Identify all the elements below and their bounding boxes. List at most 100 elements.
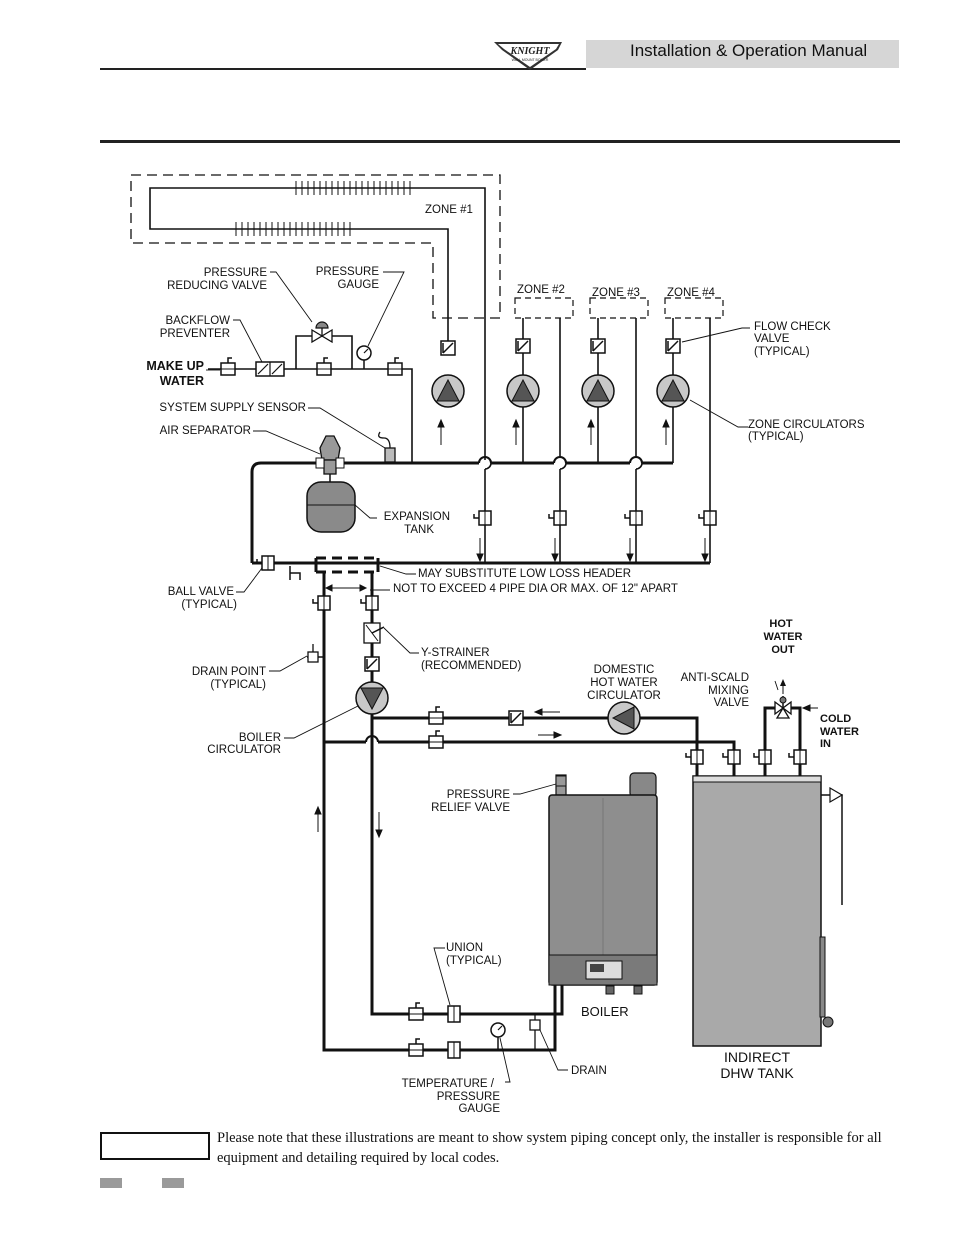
leader-lines xyxy=(206,271,779,1083)
airsep-label: AIR SEPARATOR xyxy=(160,425,251,437)
dhw-label-1: DOMESTIC xyxy=(594,664,655,676)
zone-2-box xyxy=(514,297,574,319)
dhw-supply-valve xyxy=(428,706,444,725)
dhw-label-3: CIRCULATOR xyxy=(587,690,661,702)
zone-1-radiator-bottom xyxy=(235,222,351,236)
prv-label-2: REDUCING VALVE xyxy=(167,280,267,292)
pressure-relief-valve-icon xyxy=(555,775,567,787)
cwi-label-3: IN xyxy=(820,738,831,750)
zone-circulator-3 xyxy=(581,374,615,408)
bv-label-2: (TYPICAL) xyxy=(181,599,237,611)
tpg-label-3: GAUGE xyxy=(458,1103,500,1115)
dhw-pipes xyxy=(324,716,736,750)
zone-1-loop xyxy=(149,187,486,460)
notice-text: Please note that these illustrations are… xyxy=(217,1130,882,1166)
exp-label-1: EXPANSION xyxy=(384,511,450,523)
zone-3-label: ZONE #3 xyxy=(592,287,640,299)
flow-arrows-up xyxy=(437,418,670,445)
pg-label-1: PRESSURE xyxy=(316,266,380,278)
dhw-return-valve xyxy=(428,730,444,749)
fcv-label-2: VALVE xyxy=(754,333,790,345)
tank-label-1: INDIRECT xyxy=(724,1049,791,1065)
header-band xyxy=(586,40,899,68)
zone-3-return-valve xyxy=(624,510,643,526)
zone-1-return-valve xyxy=(473,510,492,526)
dhw-circulator-icon xyxy=(607,701,641,735)
manual-title: Installation & Operation Manual xyxy=(630,41,868,60)
hwo-label-3: OUT xyxy=(771,644,795,656)
dhw-flow-arrows xyxy=(533,708,563,739)
ball-valve xyxy=(256,555,275,571)
boiler-circulator-icon xyxy=(355,681,389,715)
dp-label-2: (TYPICAL) xyxy=(210,679,266,691)
tank-valve-1 xyxy=(685,749,704,765)
system-supply-sensor-icon xyxy=(378,431,396,463)
pg-label-2: GAUGE xyxy=(337,279,379,291)
prelief-label-1: PRESSURE xyxy=(447,789,511,801)
zone-4-label: ZONE #4 xyxy=(667,287,716,299)
makeup-valve-2 xyxy=(316,357,332,376)
zone-circulator-2 xyxy=(506,374,540,408)
backflow-label-1: BACKFLOW xyxy=(165,315,230,327)
indirect-dhw-tank-icon xyxy=(692,775,844,1047)
backflow-preventer-icon xyxy=(255,361,285,377)
zone-2-label: ZONE #2 xyxy=(517,284,565,296)
drain-valve-small-icon xyxy=(289,566,301,580)
union-label-2: (TYPICAL) xyxy=(446,955,502,967)
tank-valve-3 xyxy=(753,749,772,765)
zone-2-return-valve xyxy=(548,510,567,526)
spacing-arrows xyxy=(324,584,368,592)
boiler-label: BOILER xyxy=(581,1004,629,1019)
section-rule xyxy=(100,140,900,143)
prv-label-1: PRESSURE xyxy=(204,267,268,279)
hwo-label-1: HOT xyxy=(769,618,793,630)
drain-icon xyxy=(529,1014,541,1050)
zc-label-1: ZONE CIRCULATORS xyxy=(748,419,865,431)
makeup-valve-3 xyxy=(387,357,403,376)
zone-circulator-1 xyxy=(431,374,465,408)
air-separator-icon xyxy=(315,435,345,482)
makeup-water-line xyxy=(208,335,413,463)
zone-1-radiator-top xyxy=(295,181,411,195)
ys-label-1: Y-STRAINER xyxy=(421,647,490,659)
exp-label-2: TANK xyxy=(404,524,434,536)
flow-check-valve-2 xyxy=(515,338,531,354)
zone-3-box xyxy=(589,297,649,319)
prelief-label-2: RELIEF VALVE xyxy=(431,802,510,814)
flow-check-valve-1 xyxy=(440,340,456,356)
boiler-supply-valve xyxy=(312,595,331,611)
zone-1-enclosure xyxy=(130,174,501,319)
flow-check-valve-4 xyxy=(665,338,681,354)
zone-pipes xyxy=(484,318,711,563)
zone-1-label: ZONE #1 xyxy=(425,204,473,216)
makeup-label-1: MAKE UP xyxy=(146,359,204,373)
union-icon-2 xyxy=(447,1041,461,1059)
cwi-label-2: WATER xyxy=(820,726,859,738)
temperature-pressure-gauge-icon xyxy=(490,1022,506,1050)
cold-water-arrow xyxy=(801,704,818,712)
zone-4-box xyxy=(664,297,724,319)
footer-mark-right xyxy=(162,1178,184,1188)
asv-label-3: VALVE xyxy=(714,697,750,709)
asv-label-2: MIXING xyxy=(708,685,749,697)
bc-label-2: CIRCULATOR xyxy=(207,744,281,756)
tank-valve-2 xyxy=(722,749,741,765)
expansion-tank-icon xyxy=(306,481,356,533)
supply-header xyxy=(250,456,673,563)
fcv-label-3: (TYPICAL) xyxy=(754,346,810,358)
dhw-label-2: HOT WATER xyxy=(590,677,658,689)
drain-point-icon xyxy=(307,644,324,663)
zone-4-return-valve xyxy=(698,510,717,526)
tpg-label-2: PRESSURE xyxy=(437,1091,501,1103)
asv-label-1: ANTI-SCALD xyxy=(681,672,749,684)
header-rule xyxy=(100,68,586,70)
dp-label-1: DRAIN POINT xyxy=(192,666,266,678)
notice-box xyxy=(100,1132,210,1160)
makeup-valve-1 xyxy=(220,357,236,376)
ys-label-2: (RECOMMENDED) xyxy=(421,660,521,672)
drain-label: DRAIN xyxy=(571,1065,607,1077)
flow-check-valve-3 xyxy=(590,338,606,354)
tpg-label-1: TEMPERATURE / xyxy=(402,1078,495,1090)
y-strainer-icon xyxy=(363,622,385,644)
tank-label-2: DHW TANK xyxy=(720,1065,794,1081)
